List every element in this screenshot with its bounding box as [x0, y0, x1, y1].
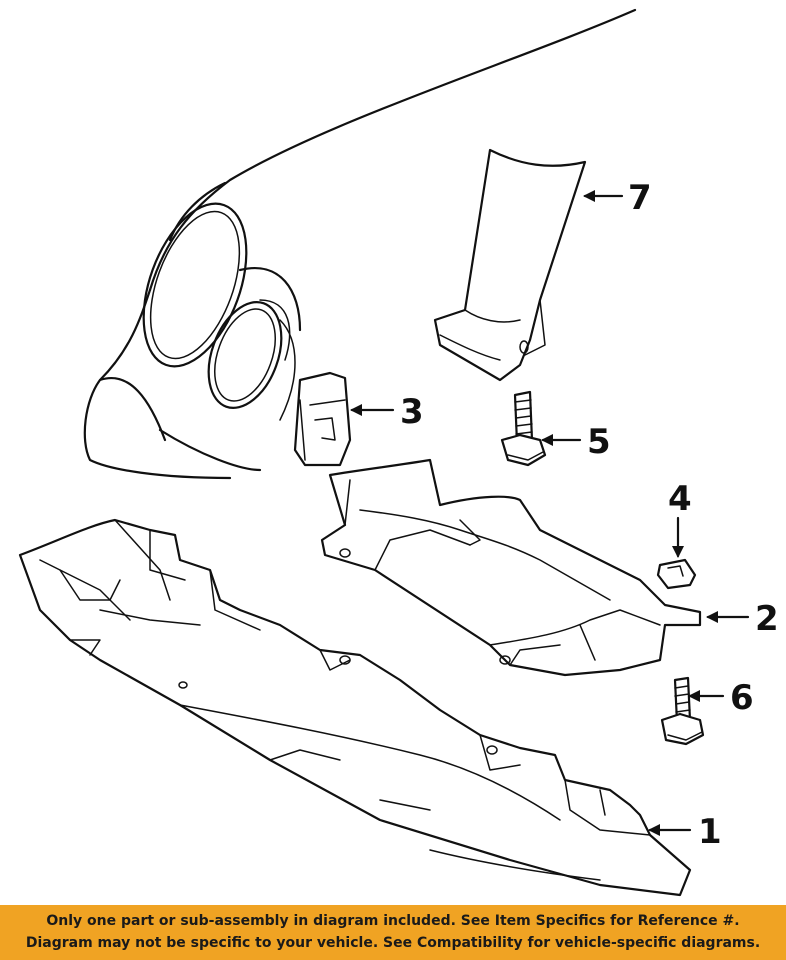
part-1-lower-valance: [18, 518, 692, 897]
notice-line-2: Diagram may not be specific to your vehi…: [25, 935, 761, 951]
part-7-deflector: [433, 148, 587, 382]
callout-2-label: 2: [755, 599, 779, 639]
headlamp-right: [207, 300, 283, 410]
part-5-bolt: [500, 390, 547, 467]
part-3-clip: [293, 371, 352, 467]
part-4-nut: [656, 558, 697, 590]
callout-6: 6: [688, 678, 754, 718]
callout-2: 2: [706, 599, 779, 639]
vehicle-body-outline: [83, 8, 637, 480]
part-2-splash-shield: [320, 458, 702, 677]
callout-4: 4: [668, 479, 692, 558]
headlamp-left: [142, 202, 248, 368]
callout-3: 3: [350, 392, 424, 432]
callout-3-label: 3: [400, 392, 424, 432]
callout-1: 1: [648, 812, 722, 852]
callout-1-label: 1: [698, 812, 722, 852]
callout-6-label: 6: [730, 678, 754, 718]
callout-7: 7: [583, 178, 652, 218]
callout-5: 5: [541, 422, 611, 462]
notice-bar: Only one part or sub-assembly in diagram…: [0, 905, 786, 960]
notice-line-1: Only one part or sub-assembly in diagram…: [46, 913, 740, 929]
callout-7-label: 7: [628, 178, 652, 218]
part-6-bolt: [660, 676, 705, 746]
callout-5-label: 5: [587, 422, 611, 462]
callout-4-label: 4: [668, 479, 692, 519]
parts-diagram: 1 2 3 4 5 6 7: [18, 8, 779, 897]
